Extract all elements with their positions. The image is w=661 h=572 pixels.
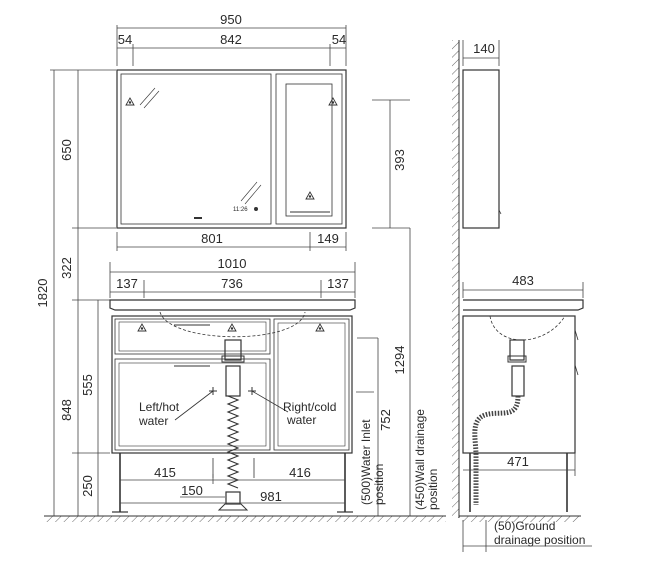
warning-icon-mirror-right — [328, 97, 338, 106]
warning-icon-drawer-left — [137, 323, 147, 332]
warning-icon-mirror-left — [125, 97, 135, 106]
ground-drain-label-2: drainage position — [494, 533, 585, 547]
wall-drain-label-2: position — [426, 469, 440, 510]
floor-hatch-front — [44, 516, 446, 522]
basin-top-dimension-lines — [109, 262, 356, 298]
warning-icon-mirror-door — [305, 191, 315, 200]
basin-countertop — [109, 299, 356, 338]
water-inlet-height-label: 752 — [378, 409, 393, 431]
hole-right-label: 416 — [289, 465, 311, 480]
side-mirror-depth-label: 140 — [473, 41, 495, 56]
side-basin-depth-label: 483 — [512, 273, 534, 288]
side-mirror-cabinet — [462, 69, 502, 229]
left-vertical-dimension-lines — [50, 69, 116, 517]
mirror-gap-label: 393 — [392, 149, 407, 171]
drain-offset-label: 150 — [181, 483, 203, 498]
side-cabinet-depth-label: 471 — [507, 454, 529, 469]
mirror-width-label: 801 — [201, 231, 223, 246]
leg-height-label: 250 — [80, 475, 95, 497]
wall-hatch-side — [452, 40, 459, 518]
mirror-touch-sensor-icon — [254, 207, 258, 211]
mirror-overall-width: 950 — [220, 12, 242, 27]
ground-drain-dimension-lines — [462, 520, 592, 552]
left-hot-water-label-2: water — [138, 414, 168, 428]
mirror-top-dimension-lines — [116, 25, 347, 66]
drain-pipe-front — [217, 339, 249, 511]
basin-middle-width: 736 — [221, 276, 243, 291]
mirror-top-height-label: 1294 — [392, 346, 407, 375]
right-cold-water-label: Right/cold — [283, 400, 336, 414]
mirror-bottom-dimension-lines — [116, 232, 347, 251]
base-body-height-label: 555 — [80, 374, 95, 396]
right-cold-water-label-2: water — [286, 413, 316, 427]
basin-right-width: 137 — [327, 276, 349, 291]
warning-icon-drawer-mid — [227, 323, 237, 332]
floor-hatch-side — [459, 516, 581, 522]
mirror-side-left: 54 — [118, 32, 132, 47]
overall-height-label: 1820 — [35, 279, 50, 308]
basin-left-width: 137 — [116, 276, 138, 291]
wall-drain-label: (450)Wall drainage — [413, 409, 427, 510]
base-width-label: 981 — [260, 489, 282, 504]
side-dimension-lines — [462, 282, 584, 476]
mirror-cabinet — [116, 69, 347, 229]
base-total-height-label: 848 — [59, 399, 74, 421]
ground-drain-label: (50)Ground — [494, 519, 555, 533]
water-inlet-label: (500)Water Inlet — [359, 419, 373, 505]
base-bottom-dimension-lines — [120, 474, 345, 504]
mirror-cabinet-width-label: 149 — [317, 231, 339, 246]
water-inlet-label-2: position — [372, 464, 386, 505]
side-drain-pipe — [472, 339, 527, 505]
left-hot-water-label: Left/hot — [139, 400, 180, 414]
front-height-dimension-lines — [356, 99, 411, 516]
mirror-height-label: 650 — [59, 139, 74, 161]
basin-overall-width: 1010 — [218, 256, 247, 271]
mirror-side-right: 54 — [332, 32, 346, 47]
hole-left-label: 415 — [154, 465, 176, 480]
mirror-clock-text: 11:26 — [233, 207, 248, 213]
gap-above-basin-label: 322 — [59, 257, 74, 279]
base-cabinet — [111, 315, 353, 513]
water-point-markers — [174, 387, 289, 478]
mirror-inner-width: 842 — [220, 32, 242, 47]
side-mirror-dimension-lines — [462, 40, 500, 66]
side-basin — [462, 299, 584, 512]
warning-icon-door — [315, 323, 325, 332]
